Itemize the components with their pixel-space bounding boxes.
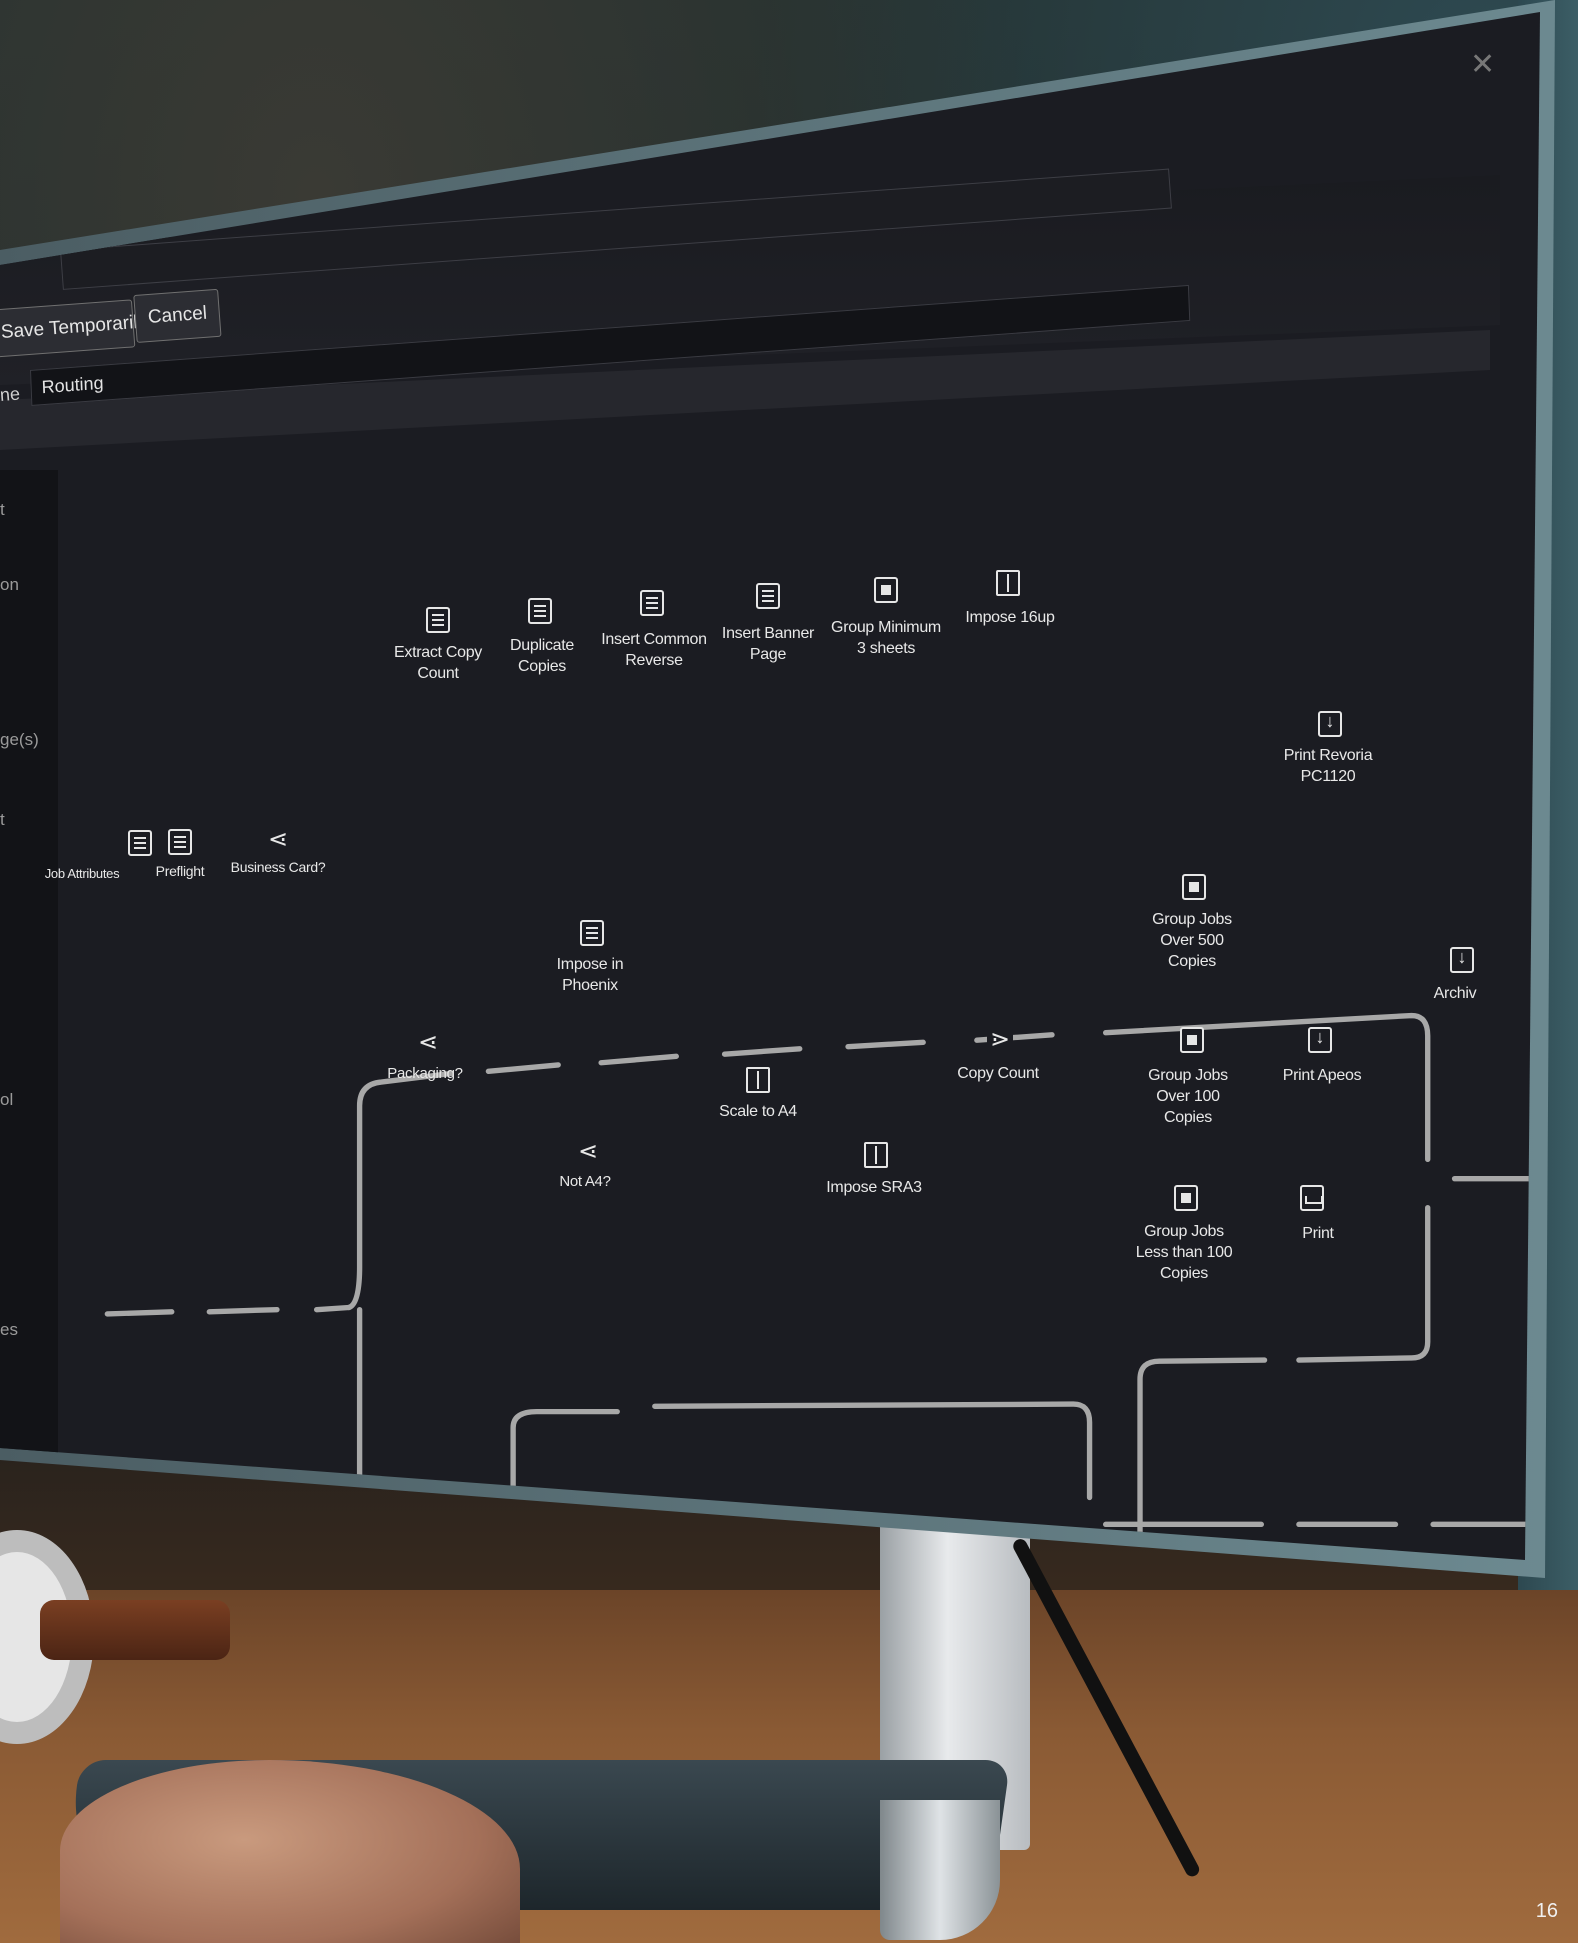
- sidebar-item[interactable]: ol: [0, 1090, 14, 1109]
- node-label-insert-common-reverse: Insert Common Reverse: [601, 631, 707, 669]
- impose-phoenix-icon[interactable]: [580, 920, 604, 946]
- user-hand: [60, 1760, 520, 1943]
- node-label-business-card: Business Card?: [230, 859, 326, 875]
- node-label-scale-a4: Scale to A4: [719, 1103, 797, 1120]
- node-label-impose-16up: Impose 16up: [965, 609, 1055, 626]
- connector: [104, 1309, 175, 1317]
- group-over-500-icon[interactable]: [1182, 874, 1206, 900]
- sidebar-item[interactable]: on: [0, 575, 19, 594]
- sidebar-item[interactable]: es: [0, 1320, 18, 1339]
- archive-icon[interactable]: [1450, 947, 1474, 973]
- not-a4-branch-icon[interactable]: ⋖: [575, 1139, 601, 1165]
- scale-a4-icon[interactable]: [746, 1067, 770, 1093]
- node-label-impose-sra3: Impose SRA3: [826, 1179, 922, 1196]
- node-label-copy-count: Copy Count: [957, 1065, 1039, 1082]
- node-label-group-over-500: Group Jobs Over 500 Copies: [1152, 911, 1232, 970]
- desk-object: [40, 1600, 230, 1660]
- impose-sra3-icon[interactable]: [864, 1142, 888, 1168]
- node-label-group-less-100: Group Jobs Less than 100 Copies: [1135, 1223, 1233, 1282]
- node-label-print: Print: [1302, 1225, 1334, 1242]
- node-label-print-apeos: Print Apeos: [1282, 1067, 1362, 1084]
- print-apeos-icon[interactable]: [1308, 1027, 1332, 1053]
- close-icon[interactable]: ✕: [1470, 48, 1496, 81]
- sidebar-item[interactable]: t: [0, 810, 5, 829]
- node-label-extract-copy-count: Extract Copy Count: [394, 644, 482, 682]
- extract-copy-count-icon[interactable]: [426, 607, 450, 633]
- page-number: 16: [1535, 1900, 1558, 1922]
- sidebar-item[interactable]: t: [0, 500, 5, 519]
- group-minimum-icon[interactable]: [874, 577, 898, 603]
- group-over-100-icon[interactable]: [1180, 1027, 1204, 1053]
- impose-16up-icon[interactable]: [996, 570, 1020, 596]
- job-attributes-icon[interactable]: [128, 830, 152, 856]
- preflight-icon[interactable]: [168, 829, 192, 855]
- group-less-100-icon[interactable]: [1174, 1185, 1198, 1211]
- print-revoria-icon[interactable]: [1318, 711, 1342, 737]
- sidebar-item[interactable]: ge(s): [0, 730, 39, 749]
- node-label-insert-banner-page: Insert Banner Page: [721, 625, 815, 663]
- insert-common-reverse-icon[interactable]: [640, 590, 664, 616]
- branch-icon[interactable]: ⋖: [265, 827, 291, 853]
- print-icon[interactable]: [1300, 1185, 1324, 1211]
- duplicate-copies-icon[interactable]: [528, 598, 552, 624]
- node-label-job-attributes: Job Attributes: [44, 866, 120, 881]
- node-label-preflight: Preflight: [155, 863, 205, 879]
- packaging-branch-icon[interactable]: ⋖: [415, 1030, 441, 1056]
- node-label-duplicate-copies: Duplicate Copies: [509, 637, 575, 675]
- node-label-impose-phoenix: Impose in Phoenix: [556, 956, 624, 994]
- insert-banner-page-icon[interactable]: [756, 583, 780, 609]
- node-label-group-minimum: Group Minimum 3 sheets: [831, 619, 941, 657]
- connector: [206, 1306, 280, 1315]
- node-label-packaging: Packaging?: [387, 1065, 463, 1082]
- node-label-group-over-100: Group Jobs Over 100 Copies: [1148, 1067, 1228, 1126]
- node-label-not-a4: Not A4?: [559, 1173, 611, 1190]
- sidebar: t on ge(s) t ol es: [0, 470, 58, 1490]
- node-label-archive: Archiv: [1433, 985, 1477, 1002]
- copy-count-branch-icon[interactable]: ⋗: [987, 1027, 1013, 1053]
- monitor-stand-front: [880, 1800, 1000, 1940]
- node-label-print-revoria: Print Revoria PC1120: [1283, 747, 1373, 785]
